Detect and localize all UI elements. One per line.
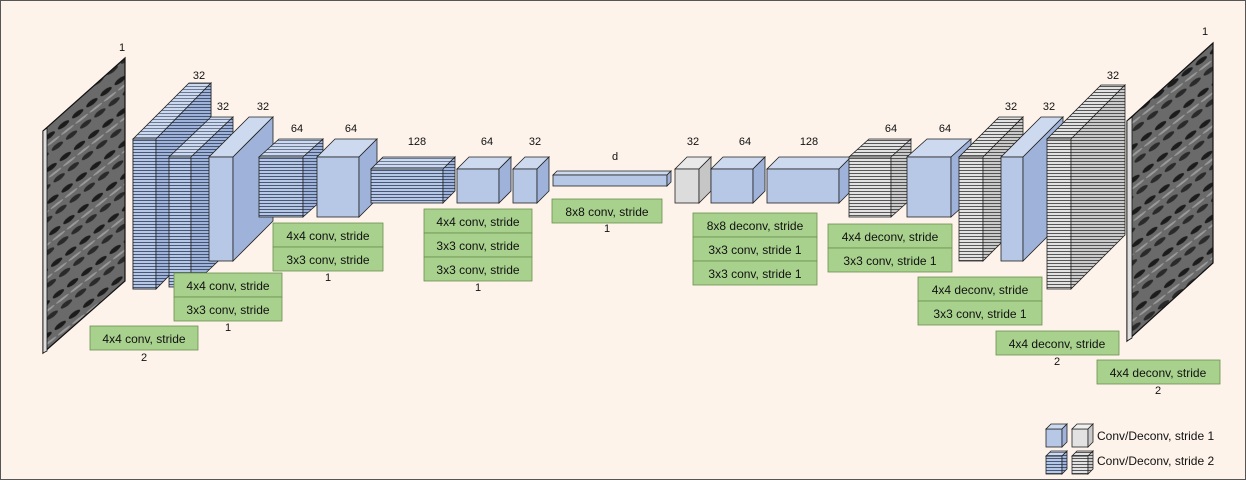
encoder-block-64a: [259, 139, 323, 217]
op-stride-value: 1: [604, 223, 610, 235]
op-stride-value: 2: [1054, 356, 1060, 368]
decoder-channels-label: 64: [939, 123, 951, 135]
decoder-channels-label: 64: [885, 123, 897, 135]
decoder-channels-label: 32: [687, 136, 699, 148]
op-label: 4x4 conv, stride: [436, 215, 519, 229]
op-label: 4x4 deconv, stride: [1009, 337, 1106, 351]
op-label: 3x3 conv, stride 1: [933, 307, 1026, 321]
encoder-channels-label: 64: [481, 136, 493, 148]
legend-stride2-label: Conv/Deconv, stride 2: [1097, 454, 1214, 468]
encoder-channels-label: 128: [408, 136, 426, 148]
output-image: [1127, 43, 1213, 341]
decoder-channels-label: 32: [1005, 101, 1017, 113]
op-box-4: 4x4 conv, stride 3x3 conv, stride 3x3 co…: [424, 209, 532, 294]
input-image: [43, 58, 125, 353]
op-stride-value: 2: [141, 352, 147, 364]
decoder-block-128: [767, 157, 851, 203]
op-label: 4x4 deconv, stride: [932, 283, 1029, 297]
decoder-block-64a: [711, 157, 765, 203]
op-stride-value: 1: [325, 272, 331, 284]
encoder-channels-label: 64: [291, 123, 303, 135]
legend-stride1-label: Conv/Deconv, stride 1: [1097, 429, 1214, 443]
encoder-channels-label: 32: [257, 101, 269, 113]
decoder-channels-label: 32: [1043, 101, 1055, 113]
decoder-channels-label: 32: [1107, 70, 1119, 82]
op-stride-value: 2: [1155, 385, 1161, 397]
latent-label: d: [612, 151, 618, 163]
legend: Conv/Deconv, stride 1 Conv/Deconv, strid…: [1046, 424, 1214, 474]
decoder-block-32c: [1047, 85, 1125, 289]
encoder-channels-label: 32: [193, 70, 205, 82]
op-label: 4x4 conv, stride: [186, 279, 269, 293]
op-box-2: 4x4 conv, stride 3x3 conv, stride 1: [174, 273, 282, 334]
encoder-block-32d: [513, 157, 549, 203]
legend-stride1-icon: [1046, 424, 1093, 447]
op-label: 4x4 deconv, stride: [842, 230, 939, 244]
encoder-channels-label: 32: [529, 136, 541, 148]
op-label: 4x4 conv, stride: [286, 229, 369, 243]
op-box-6: 8x8 deconv, stride 3x3 conv, stride 1 3x…: [693, 213, 817, 285]
decoder-channels-label: 128: [800, 136, 818, 148]
encoder-channels-label: 32: [217, 101, 229, 113]
op-box-5: 8x8 conv, stride 1: [552, 199, 662, 235]
legend-stride2-icon: [1046, 451, 1093, 474]
op-stride-value: 1: [225, 322, 231, 334]
encoder-block-64b: [317, 139, 377, 217]
op-label: 8x8 conv, stride: [565, 205, 648, 219]
output-channels-label: 1: [1202, 26, 1208, 38]
op-box-7: 4x4 deconv, stride 3x3 conv, stride 1: [828, 224, 952, 272]
op-label: 8x8 deconv, stride: [707, 219, 804, 233]
op-label: 4x4 deconv, stride: [1110, 366, 1207, 380]
op-box-3: 4x4 conv, stride 3x3 conv, stride 1: [273, 223, 383, 284]
encoder-block-128: [371, 157, 455, 203]
op-label: 3x3 conv, stride: [436, 239, 519, 253]
op-label: 3x3 conv, stride 1: [708, 243, 801, 257]
encoder-channels-label: 64: [345, 123, 357, 135]
op-label: 3x3 conv, stride: [286, 253, 369, 267]
decoder-channels-label: 64: [739, 136, 751, 148]
latent-block: [553, 171, 671, 186]
decoder-block-32: [675, 157, 711, 203]
op-box-1: 4x4 conv, stride 2: [90, 326, 198, 364]
op-label: 3x3 conv, stride 1: [708, 267, 801, 281]
op-box-10: 4x4 deconv, stride 2: [1097, 360, 1220, 397]
op-label: 4x4 conv, stride: [102, 332, 185, 346]
op-box-8: 4x4 deconv, stride 3x3 conv, stride 1: [918, 277, 1042, 325]
input-channels-label: 1: [119, 42, 125, 54]
decoder-block-64b: [849, 139, 911, 217]
encoder-block-64c: [457, 157, 511, 203]
op-stride-value: 1: [475, 282, 481, 294]
op-label: 3x3 conv, stride: [436, 263, 519, 277]
op-label: 3x3 conv, stride: [186, 303, 269, 317]
op-label: 3x3 conv, stride 1: [843, 254, 936, 268]
